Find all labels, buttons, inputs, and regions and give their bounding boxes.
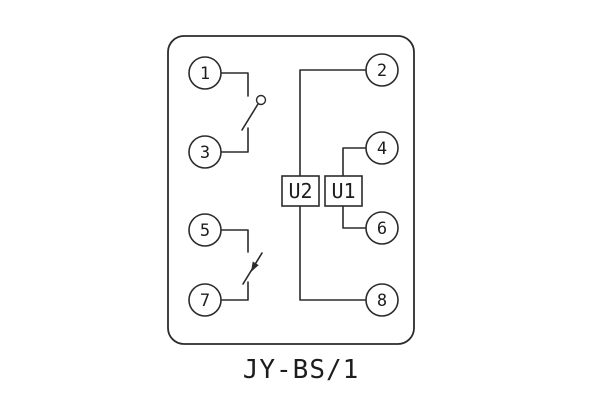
terminal-1: 1 xyxy=(188,56,222,90)
terminal-8: 8 xyxy=(365,283,399,317)
wire-t3-lead xyxy=(220,127,249,153)
terminal-2-circle xyxy=(365,53,399,87)
terminal-3: 3 xyxy=(188,135,222,169)
terminal-8-circle xyxy=(365,283,399,317)
wire-t1-lead xyxy=(220,72,249,97)
terminal-1-circle xyxy=(188,56,222,90)
terminal-2-number: 2 xyxy=(377,61,387,81)
u1-label: U1 xyxy=(331,179,355,203)
wire-t5-lead xyxy=(220,229,249,253)
contact-symbol-lower xyxy=(242,252,263,285)
terminal-6-circle xyxy=(365,211,399,245)
u2-label: U2 xyxy=(288,179,312,203)
terminal-4-circle xyxy=(365,131,399,165)
contact-hook-icon xyxy=(255,94,267,106)
terminal-5-number: 5 xyxy=(200,221,210,241)
terminal-8-number: 8 xyxy=(377,291,387,311)
terminal-3-number: 3 xyxy=(200,143,210,163)
u2-box xyxy=(281,175,320,207)
terminal-4-number: 4 xyxy=(377,139,387,159)
terminal-7: 7 xyxy=(188,283,222,317)
model-label: JY-BS/1 xyxy=(243,355,360,385)
contact-blade-upper xyxy=(241,103,259,131)
terminal-1-number: 1 xyxy=(200,64,210,84)
terminal-7-circle xyxy=(188,283,222,317)
terminal-7-number: 7 xyxy=(200,291,210,311)
terminal-4: 4 xyxy=(365,131,399,165)
wire-t7-lead xyxy=(220,281,249,301)
contact-arrow-icon xyxy=(251,261,259,272)
terminal-5-circle xyxy=(188,213,222,247)
terminal-6-number: 6 xyxy=(377,219,387,239)
component-u1: U1 xyxy=(324,175,363,207)
terminal-2: 2 xyxy=(365,53,399,87)
terminal-3-circle xyxy=(188,135,222,169)
contact-symbol-upper xyxy=(241,94,267,131)
terminal-5: 5 xyxy=(188,213,222,247)
u1-box xyxy=(324,175,363,207)
component-u2: U2 xyxy=(281,175,320,207)
relay-case-outline xyxy=(167,35,415,345)
terminal-6: 6 xyxy=(365,211,399,245)
